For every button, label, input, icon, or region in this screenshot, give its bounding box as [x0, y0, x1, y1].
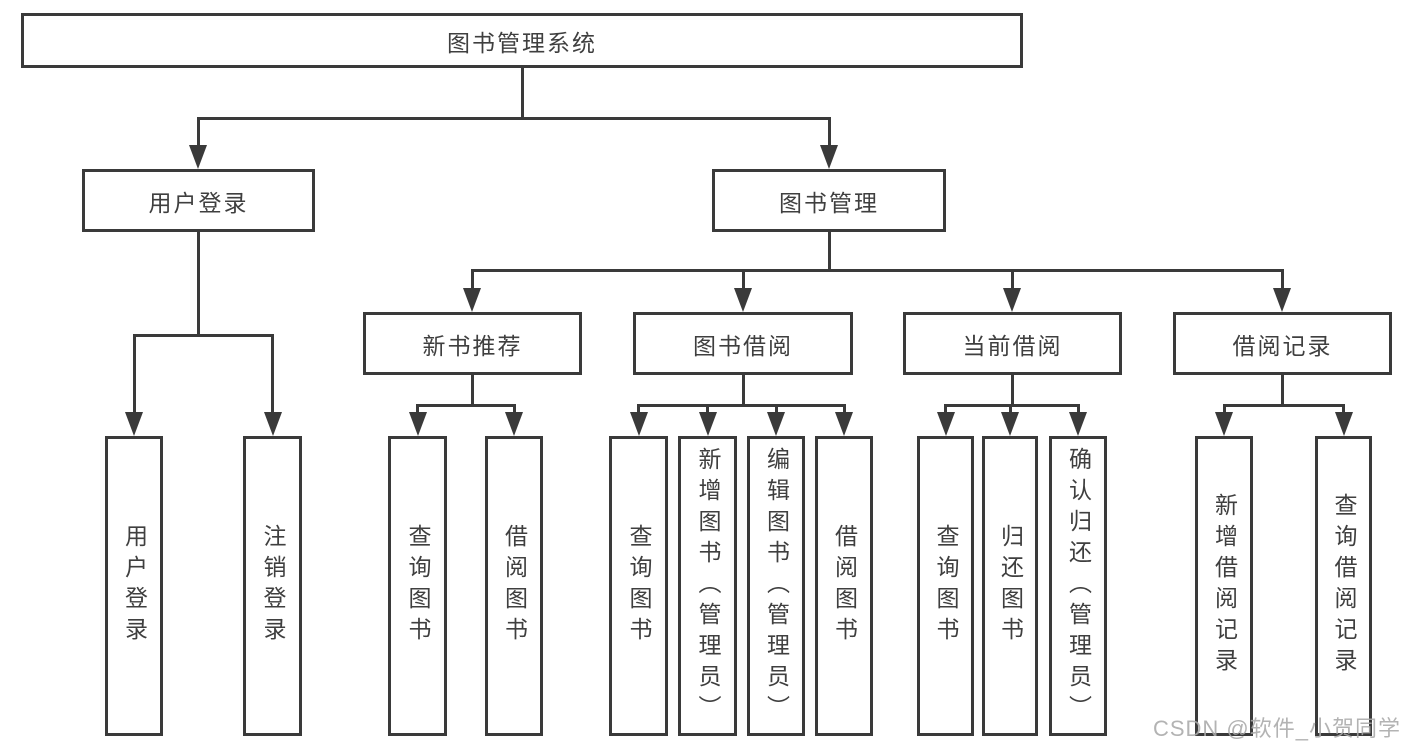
connector-line	[1008, 405, 1012, 415]
leaf-query-book-borrow: 查询图书	[609, 436, 668, 736]
connector-line	[520, 66, 524, 120]
connector-line	[1222, 405, 1226, 415]
arrow-down	[189, 145, 207, 169]
arrow-down	[263, 412, 282, 436]
arrow-down	[463, 288, 481, 312]
connector-line	[1280, 373, 1284, 407]
node-current-borrow: 当前借阅	[903, 312, 1122, 375]
node-book-management-label: 图书管理	[779, 189, 879, 216]
leaf-edit-book-admin-label: 编辑图书（管理员）	[763, 446, 790, 726]
leaf-query-book-current: 查询图书	[917, 436, 974, 736]
arrow-down	[408, 412, 427, 436]
connector-line	[741, 373, 745, 407]
leaf-query-book-rec: 查询图书	[388, 436, 447, 736]
connector-line	[637, 405, 640, 415]
arrow-down	[1003, 288, 1021, 312]
arrow-down	[1273, 288, 1291, 312]
connector-line	[944, 403, 1080, 407]
connector-line	[416, 405, 419, 415]
leaf-borrow-book-rec: 借阅图书	[485, 436, 543, 736]
leaf-query-book-current-label: 查询图书	[933, 524, 959, 648]
arrow-down	[1215, 412, 1233, 436]
connector-line	[706, 405, 709, 415]
leaf-query-book-rec-label: 查询图书	[405, 524, 431, 648]
leaf-logout-label: 注销登录	[260, 524, 286, 648]
leaf-add-book-admin: 新增图书（管理员）	[678, 436, 737, 736]
arrow-down	[698, 412, 717, 436]
leaf-borrow-book: 借阅图书	[815, 436, 873, 736]
node-new-book-recommend: 新书推荐	[363, 312, 582, 375]
connector-line	[416, 403, 516, 407]
node-user-login-label: 用户登录	[148, 189, 249, 216]
leaf-query-borrow-record-label: 查询借阅记录	[1331, 493, 1357, 679]
arrow-down	[505, 412, 523, 436]
connector-line	[1010, 270, 1014, 292]
connector-line	[512, 405, 516, 415]
node-user-login: 用户登录	[82, 169, 315, 232]
leaf-confirm-return-admin: 确认归还（管理员）	[1049, 436, 1107, 736]
node-root: 图书管理系统	[21, 13, 1023, 68]
leaf-add-borrow-record: 新增借阅记录	[1195, 436, 1253, 736]
connector-line	[196, 230, 200, 337]
arrow-down	[936, 412, 955, 436]
connector-line	[271, 335, 274, 415]
arrow-down	[1001, 412, 1019, 436]
leaf-edit-book-admin: 编辑图书（管理员）	[747, 436, 805, 736]
leaf-user-login: 用户登录	[105, 436, 163, 736]
leaf-return-book: 归还图书	[982, 436, 1038, 736]
leaf-add-book-admin-label: 新增图书（管理员）	[695, 446, 721, 726]
node-current-borrow-label: 当前借阅	[962, 332, 1063, 359]
leaf-add-borrow-record-label: 新增借阅记录	[1211, 493, 1238, 679]
connector-line	[470, 373, 474, 407]
connector-line	[196, 116, 831, 120]
arrow-down	[734, 288, 752, 312]
node-book-borrow: 图书借阅	[633, 312, 853, 375]
connector-line	[470, 268, 1284, 272]
arrow-down	[125, 412, 143, 436]
node-book-management: 图书管理	[712, 169, 946, 232]
node-book-borrow-label: 图书借阅	[693, 332, 793, 359]
node-borrow-record-label: 借阅记录	[1232, 332, 1333, 359]
connector-line	[827, 118, 831, 149]
arrow-down	[767, 412, 785, 436]
leaf-borrow-book-rec-label: 借阅图书	[501, 524, 528, 648]
connector-line	[827, 230, 831, 272]
arrow-down	[629, 412, 648, 436]
connector-line	[842, 405, 846, 415]
leaf-user-login-label: 用户登录	[121, 524, 148, 648]
connector-line	[1076, 405, 1080, 415]
connector-line	[1010, 373, 1014, 407]
connector-line	[741, 270, 745, 292]
connector-line	[132, 335, 136, 415]
connector-line	[774, 405, 778, 415]
leaf-logout: 注销登录	[243, 436, 302, 736]
node-root-label: 图书管理系统	[447, 29, 597, 56]
arrow-down	[1334, 412, 1353, 436]
leaf-return-book-label: 归还图书	[997, 524, 1024, 648]
connector-line	[637, 403, 846, 407]
leaf-query-book-borrow-label: 查询图书	[626, 524, 652, 648]
leaf-confirm-return-admin-label: 确认归还（管理员）	[1065, 446, 1092, 726]
connector-line	[944, 405, 947, 415]
connector-line	[470, 270, 474, 292]
node-new-book-recommend-label: 新书推荐	[422, 332, 523, 359]
connector-line	[1280, 270, 1284, 292]
arrow-down	[835, 412, 853, 436]
leaf-borrow-book-label: 借阅图书	[831, 524, 858, 648]
arrow-down	[820, 145, 838, 169]
leaf-query-borrow-record: 查询借阅记录	[1315, 436, 1372, 736]
connector-line	[132, 333, 274, 337]
connector-line	[1342, 405, 1345, 415]
connector-line	[1222, 403, 1345, 407]
connector-line	[196, 118, 200, 149]
node-borrow-record: 借阅记录	[1173, 312, 1392, 375]
arrow-down	[1069, 412, 1087, 436]
csdn-watermark: CSDN @软件_小贺同学	[1152, 716, 1401, 741]
